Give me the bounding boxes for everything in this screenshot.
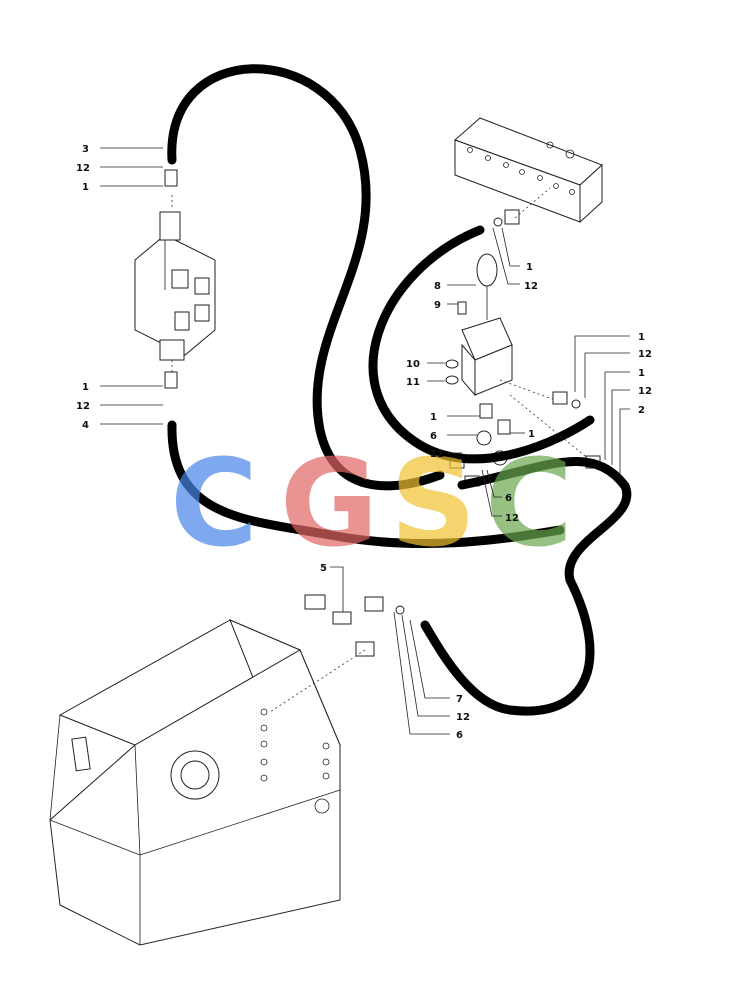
callout-4: 4 xyxy=(82,420,89,431)
callout-1: 1 xyxy=(430,412,437,423)
watermark-letter-4: C xyxy=(485,435,573,574)
hydraulic-tank xyxy=(49,619,341,946)
callout-6: 6 xyxy=(505,493,512,504)
callout-1: 1 xyxy=(82,382,89,393)
callout-12: 12 xyxy=(76,163,90,174)
watermark-letter-2: G xyxy=(280,435,379,574)
watermark-letter-3: S xyxy=(390,435,476,574)
callout-11: 11 xyxy=(406,377,420,388)
callout-2: 2 xyxy=(638,405,645,416)
mounting-bracket xyxy=(454,117,603,224)
callout-12: 12 xyxy=(430,449,444,460)
callout-6: 6 xyxy=(430,431,437,442)
hoses xyxy=(167,64,632,716)
callout-12: 12 xyxy=(638,386,652,397)
callout-1: 1 xyxy=(638,368,645,379)
callout-8: 8 xyxy=(434,281,441,292)
callout-7: 7 xyxy=(456,694,463,705)
callout-12: 12 xyxy=(638,349,652,360)
callout-12: 12 xyxy=(524,281,538,292)
control-valve xyxy=(134,169,216,389)
watermark: C G S C xyxy=(170,435,573,574)
callout-1: 1 xyxy=(638,332,645,343)
joystick-control xyxy=(445,253,513,397)
callout-12: 12 xyxy=(505,513,519,524)
callout-1: 1 xyxy=(82,182,89,193)
callout-12: 12 xyxy=(456,712,470,723)
callout-12: 12 xyxy=(76,401,90,412)
callout-10: 10 xyxy=(406,359,420,370)
callouts: 3 12 1 1 12 4 1 12 8 9 10 11 1 6 12 6 12 xyxy=(76,144,652,741)
callout-1: 1 xyxy=(526,262,533,273)
callout-6: 6 xyxy=(456,730,463,741)
callout-5: 5 xyxy=(320,563,327,574)
callout-9: 9 xyxy=(434,300,441,311)
callout-1: 1 xyxy=(528,429,535,440)
callout-3: 3 xyxy=(82,144,89,155)
watermark-letter-1: C xyxy=(170,435,258,574)
connection-lines xyxy=(171,187,591,713)
